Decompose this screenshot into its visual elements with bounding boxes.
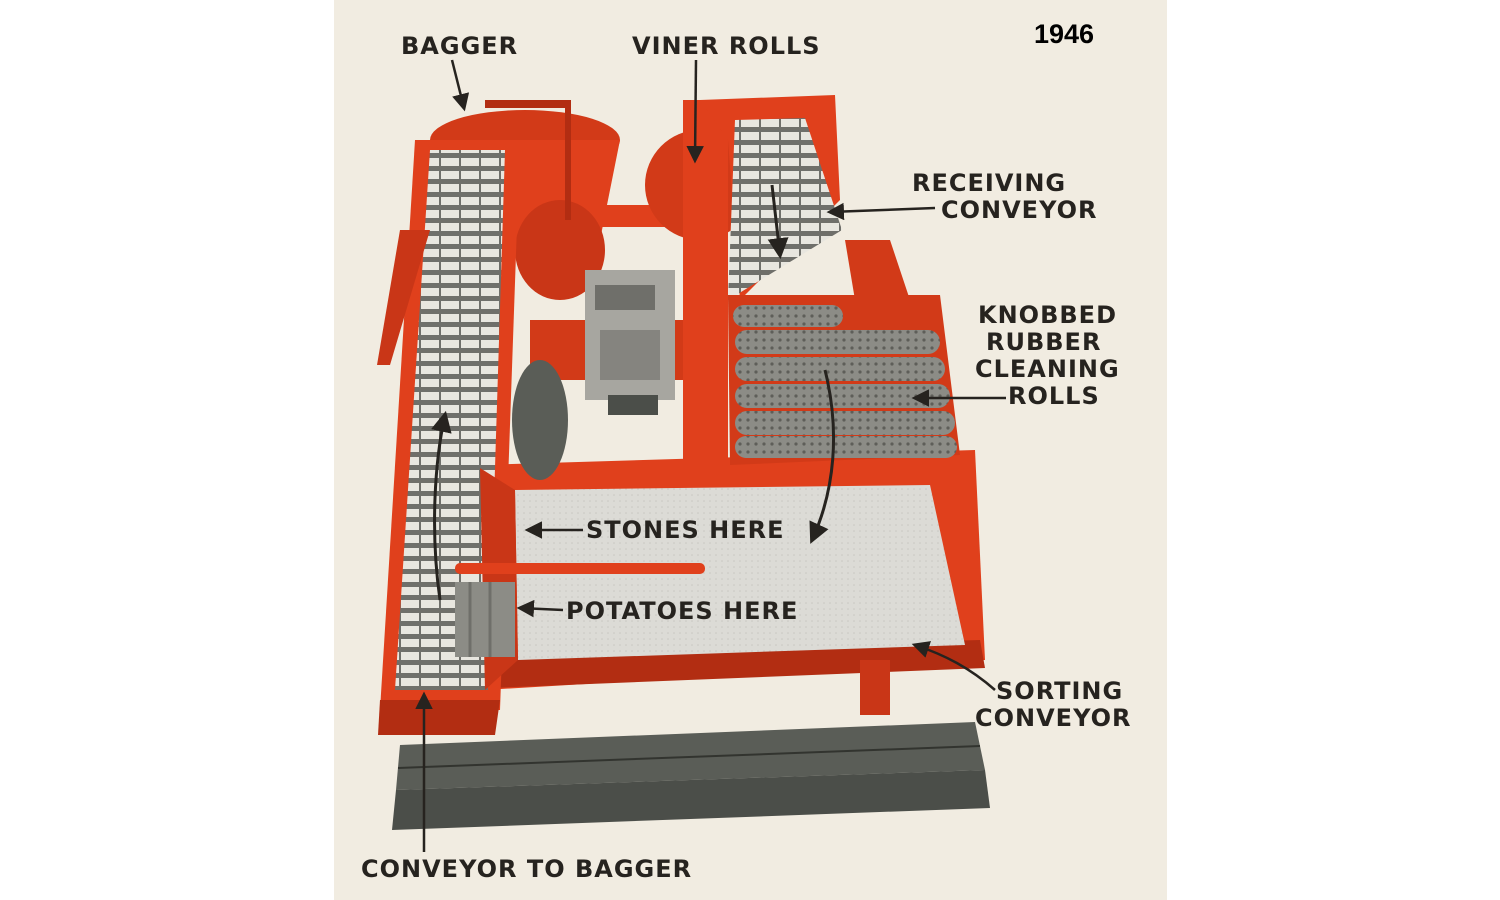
label-cleaning-rolls-line1: KNOBBED [978,301,1117,329]
label-bagger: BAGGER [401,32,519,60]
receiving-conveyor [700,95,910,330]
sorting-conveyor [455,468,965,690]
label-sorting-conveyor-line2: CONVEYOR [975,704,1132,732]
wooden-planks [392,722,990,830]
wheel [512,360,568,480]
engine [585,270,675,415]
flow-arrows [431,184,836,601]
label-conveyor-to-bagger: CONVEYOR TO BAGGER [361,855,693,883]
label-viner-rolls: VINER ROLLS [632,32,821,60]
label-sorting-conveyor-line1: SORTING [996,677,1124,705]
label-receiving-conveyor-line1: RECEIVING [912,169,1067,197]
cleaning-rolls [728,295,960,465]
label-potatoes-here: POTATOES HERE [566,597,799,625]
label-stones-here: STONES HERE [586,516,785,544]
year-label: 1946 [1034,19,1095,49]
label-receiving-conveyor-line2: CONVEYOR [941,196,1098,224]
label-cleaning-rolls-line3: CLEANING [975,355,1120,383]
leader-lines [415,59,1006,852]
label-cleaning-rolls-line4: ROLLS [1008,382,1100,410]
label-cleaning-rolls-line2: RUBBER [986,328,1102,356]
